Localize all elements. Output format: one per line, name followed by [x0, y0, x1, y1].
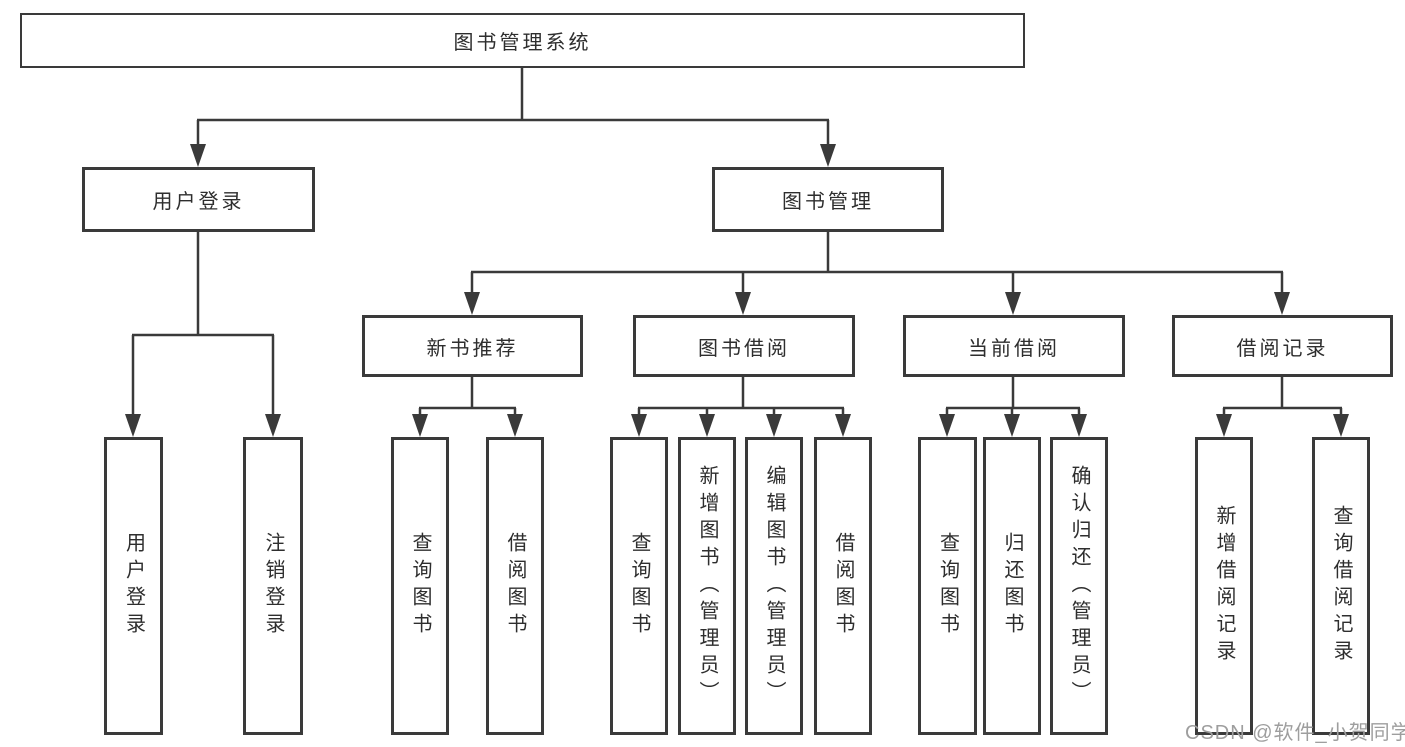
leaf-logout: 注销登录 — [243, 437, 303, 735]
leaf-user-login: 用户登录 — [104, 437, 163, 735]
connector-new-book-subtree — [412, 377, 523, 437]
leaf-return-books-label: 归还图书 — [1001, 532, 1023, 640]
leaf-borrow-books-label: 借阅图书 — [832, 532, 854, 640]
node-borrow-records: 借阅记录 — [1172, 315, 1393, 377]
leaf-user-login-label: 用户登录 — [122, 532, 145, 640]
connector-book-borrow-subtree — [631, 377, 851, 437]
node-new-book-recommend-label: 新书推荐 — [426, 337, 519, 360]
node-current-borrow: 当前借阅 — [903, 315, 1125, 377]
node-user-login-label: 用户登录 — [152, 191, 245, 213]
leaf-add-borrow-record: 新增借阅记录 — [1195, 437, 1253, 735]
leaf-add-books-admin: 新增图书（管理员） — [678, 437, 736, 735]
leaf-query-borrow-record-label: 查询借阅记录 — [1330, 505, 1352, 667]
leaf-query-books-recommend-label: 查询图书 — [409, 532, 431, 640]
leaf-confirm-return-admin: 确认归还（管理员） — [1050, 437, 1108, 735]
leaf-confirm-return-admin-label: 确认归还（管理员） — [1068, 464, 1090, 708]
leaf-query-borrow-record: 查询借阅记录 — [1312, 437, 1370, 735]
node-book-borrow-label: 图书借阅 — [698, 337, 790, 360]
node-root-label: 图书管理系统 — [453, 32, 592, 54]
leaf-query-books-current: 查询图书 — [918, 437, 977, 735]
connector-user-login-subtree — [125, 232, 281, 437]
leaf-query-books-borrow-label: 查询图书 — [628, 532, 650, 640]
connector-borrow-records-subtree — [1216, 377, 1349, 437]
connector-book-management-to-level3 — [464, 232, 1290, 315]
node-root: 图书管理系统 — [20, 13, 1025, 68]
leaf-borrow-books-recommend-label: 借阅图书 — [504, 532, 526, 640]
watermark: CSDN @软件_小贺同学 — [1185, 722, 1405, 744]
node-book-management-label: 图书管理 — [782, 191, 874, 213]
leaf-add-borrow-record-label: 新增借阅记录 — [1213, 505, 1235, 667]
leaf-query-books-recommend: 查询图书 — [391, 437, 449, 735]
node-user-login: 用户登录 — [82, 167, 315, 232]
leaf-edit-books-admin: 编辑图书（管理员） — [745, 437, 803, 735]
leaf-borrow-books-recommend: 借阅图书 — [486, 437, 544, 735]
node-borrow-records-label: 借阅记录 — [1236, 337, 1329, 360]
node-book-management: 图书管理 — [712, 167, 944, 232]
node-current-borrow-label: 当前借阅 — [968, 337, 1060, 360]
leaf-query-books-current-label: 查询图书 — [936, 532, 959, 640]
leaf-add-books-admin-label: 新增图书（管理员） — [696, 464, 718, 708]
leaf-query-books-borrow: 查询图书 — [610, 437, 668, 735]
leaf-borrow-books: 借阅图书 — [814, 437, 872, 735]
node-book-borrow: 图书借阅 — [633, 315, 855, 377]
leaf-edit-books-admin-label: 编辑图书（管理员） — [763, 464, 785, 708]
connector-root-to-level2 — [190, 68, 836, 167]
leaf-return-books: 归还图书 — [983, 437, 1041, 735]
leaf-logout-label: 注销登录 — [262, 532, 284, 640]
connector-current-borrow-subtree — [939, 377, 1087, 437]
node-new-book-recommend: 新书推荐 — [362, 315, 583, 377]
